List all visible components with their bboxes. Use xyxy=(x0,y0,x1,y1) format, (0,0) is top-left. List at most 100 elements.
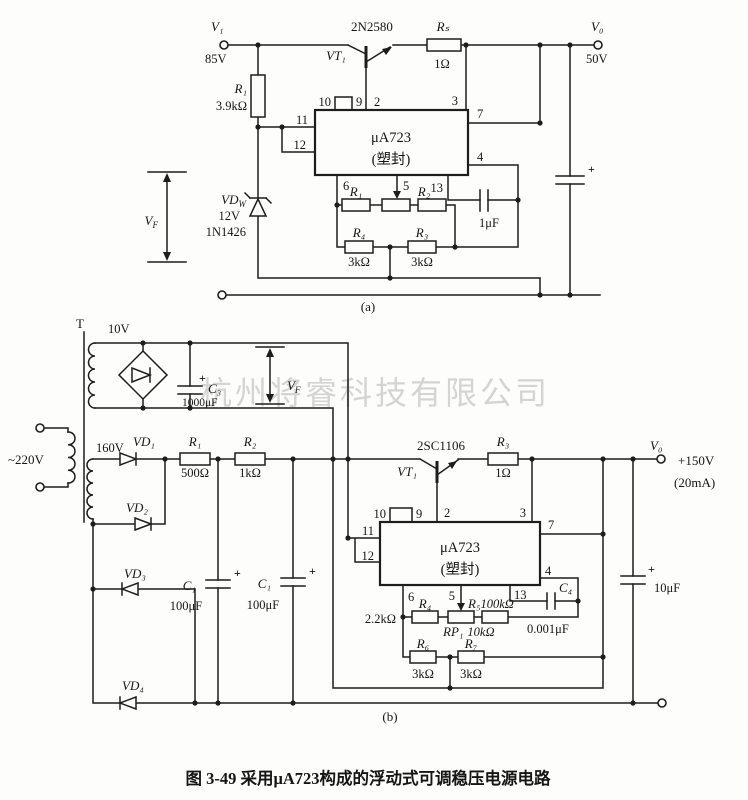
label-r5-name: R₅ xyxy=(467,596,480,611)
plus-10uf: + xyxy=(648,562,655,576)
label-rs-val-a: 1Ω xyxy=(434,57,450,71)
transformer-primary-coil xyxy=(67,431,76,484)
label-pin9-b: 9 xyxy=(416,507,422,521)
capacitor-c1a xyxy=(205,579,231,589)
resistor-r3-a xyxy=(407,240,437,254)
label-tag-a: (a) xyxy=(361,299,375,314)
label-c1b-val: 100μF xyxy=(247,598,279,612)
label-r1-b: R₁ xyxy=(188,434,201,449)
zener-vdw xyxy=(243,191,273,217)
label-pin3-b: 3 xyxy=(520,506,526,520)
label-pin7-a: 7 xyxy=(477,107,483,121)
capacitor-c3 xyxy=(177,385,203,395)
label-ra-a: R₁ xyxy=(349,184,362,199)
terminal-vout-b xyxy=(656,454,666,464)
ic-ua723-a xyxy=(313,108,470,177)
ic-ua723-b xyxy=(378,520,542,587)
label-pin5-a: 5 xyxy=(403,179,409,193)
label-pin6-b: 6 xyxy=(408,590,414,604)
label-r3-val-a: 3kΩ xyxy=(411,255,433,269)
label-vout-i-b: (20mA) xyxy=(674,475,715,490)
label-pin10-b: 10 xyxy=(374,507,387,521)
label-pin4-b: 4 xyxy=(545,564,552,578)
circuit-a: V₁ 85V R₁ 3.9kΩ 2N2580 VT₁ Rₛ 1Ω V₀ 50V … xyxy=(145,19,608,314)
terminal-return-b xyxy=(657,698,667,708)
resistor-r6-b xyxy=(409,650,437,664)
label-160v: 160V xyxy=(96,441,124,455)
capacitor-c1b xyxy=(280,577,306,587)
label-c1a-val: 100μF xyxy=(170,599,202,613)
label-pin3-a: 3 xyxy=(452,94,458,108)
label-vt-b: VT₁ xyxy=(397,464,417,479)
label-vdw-main: VD xyxy=(221,192,239,207)
label-c3-val: 1000μF xyxy=(182,397,218,409)
label-mains: ~220V xyxy=(8,452,45,467)
label-vout-a: V₀ xyxy=(591,19,603,34)
label-rp1-val: 10kΩ xyxy=(467,625,494,639)
label-c1b: C₁ xyxy=(258,576,271,591)
label-r1-val-a: 3.9kΩ xyxy=(216,99,247,113)
label-transformer: T xyxy=(76,316,84,331)
label-vf-b-main: V xyxy=(287,378,297,393)
wire xyxy=(147,43,601,296)
bridge-diode-triangle xyxy=(131,366,153,384)
label-vdw-sub: W xyxy=(239,199,248,209)
plus-c3: + xyxy=(199,371,206,385)
label-vd3: VD₃ xyxy=(124,566,146,581)
capacitor-output-a xyxy=(555,175,585,185)
transformer-secondary-coil xyxy=(86,458,94,520)
label-vd4: VD₄ xyxy=(122,678,144,693)
resistor-r4-a xyxy=(344,240,374,254)
watermark-text: 杭州将睿科技有限公司 xyxy=(200,375,550,411)
vf-arrow-up-a xyxy=(163,173,171,182)
zener-triangle xyxy=(248,197,268,217)
resistor-r1-a xyxy=(250,74,266,118)
label-r5-val: 100kΩ xyxy=(480,597,513,611)
label-pin11-b: 11 xyxy=(362,524,374,538)
label-r3-b: R₃ xyxy=(496,434,509,449)
label-ic-b: μA723 xyxy=(440,540,480,556)
circuit-b: T 10V ~220V 160V C₃ 1000μF + VF VD₁ VD₂ … xyxy=(8,316,715,724)
figure-caption: 图 3-49 采用μA723构成的浮动式可调稳压电源电路 xyxy=(185,768,551,788)
potentiometer-rp1-b xyxy=(447,610,475,624)
label-tag-b: (b) xyxy=(382,709,397,724)
label-r6-val: 3kΩ xyxy=(412,667,434,681)
label-pkg-b: (塑封) xyxy=(441,561,480,578)
vf-arrow-up-b xyxy=(266,348,274,357)
label-vdw: VDW xyxy=(221,192,247,209)
zener-bar-tails xyxy=(243,191,273,205)
label-c3: C₃ xyxy=(208,381,221,396)
label-ic-a: μA723 xyxy=(371,130,411,146)
label-pin12-a: 12 xyxy=(294,138,307,152)
label-pin9-a: 9 xyxy=(356,95,362,109)
label-vf-a-sub: F xyxy=(152,220,159,230)
label-pkg-a: (塑封) xyxy=(372,151,411,168)
capacitor-10uf xyxy=(620,575,646,585)
label-r1-val-b: 500Ω xyxy=(181,466,209,480)
label-r4-val-b: 2.2kΩ xyxy=(365,612,396,626)
resistor-r4-b xyxy=(411,610,439,624)
label-r4-b: R₄ xyxy=(418,596,432,611)
label-pin13-b: 13 xyxy=(514,588,527,602)
transistor-vt1b-emitter-arrow xyxy=(448,461,457,469)
label-vout-b: V₀ xyxy=(650,438,662,453)
terminal-vin-a xyxy=(219,40,229,50)
wiper-arrow-b xyxy=(457,603,465,611)
label-vf-a-main: V xyxy=(145,213,155,228)
diode-vd1 xyxy=(119,451,139,467)
label-r7: R₇ xyxy=(464,636,478,651)
junction-dots-b xyxy=(90,340,636,706)
label-r7-val: 3kΩ xyxy=(460,667,482,681)
capacitor-1uf-a xyxy=(479,189,489,212)
bridge-rectifier xyxy=(117,349,169,401)
vf-arrow-down-b xyxy=(266,394,274,403)
label-r2-val-b: 1kΩ xyxy=(239,466,261,480)
label-pin4-a: 4 xyxy=(477,150,484,164)
label-r2-b: R₂ xyxy=(243,434,257,449)
transformer-10v-coil xyxy=(87,342,96,409)
terminal-vout-a xyxy=(593,40,603,50)
label-pin6-a: 6 xyxy=(343,179,349,193)
label-pin5-b: 5 xyxy=(449,589,455,603)
